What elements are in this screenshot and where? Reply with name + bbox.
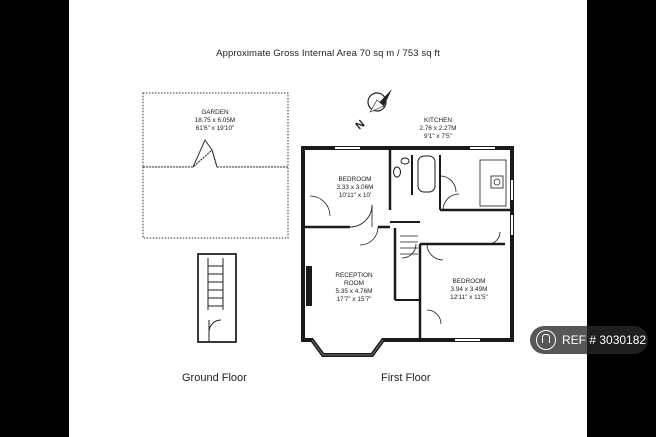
first-floor-label: First Floor (381, 372, 431, 384)
ref-logo-icon (536, 330, 556, 350)
garden-label: GARDEN 18.75 x 6.05M 61'6" x 19'10" (163, 109, 267, 133)
compass-north-label: N (353, 118, 367, 132)
first-floor-plan (301, 146, 514, 357)
reception-imperial: 17'7" x 15'7" (336, 296, 372, 303)
ground-floor-label: Ground Floor (182, 372, 247, 384)
reference-text: REF # 3030182 (562, 333, 647, 347)
reference-watermark: REF # 3030182 (530, 326, 648, 354)
bedroom-2-metric: 3.94 x 3.49M (450, 286, 488, 293)
bedroom-1-label: BEDROOM 3.33 x 3.06M 10'11" x 10' (320, 176, 390, 200)
kitchen-label: KITCHEN 2.76 x 2.27M 9'1" x 7'5" (405, 117, 471, 141)
gross-area-heading: Approximate Gross Internal Area 70 sq m … (216, 48, 440, 59)
kitchen-imperial: 9'1" x 7'5" (424, 133, 452, 140)
bedroom-1-name: BEDROOM (338, 176, 372, 183)
ground-floor-stairs (197, 253, 237, 343)
floor-plan-sheet (69, 0, 587, 437)
bedroom-1-metric: 3.33 x 3.06M (336, 184, 374, 191)
kitchen-metric: 2.76 x 2.27M (419, 125, 457, 132)
garden-metric: 18.75 x 6.05M (194, 117, 236, 124)
bedroom-2-label: BEDROOM 3.94 x 3.49M 12'11" x 11'5" (436, 278, 502, 302)
reception-name-2: ROOM (344, 280, 364, 287)
bedroom-2-imperial: 12'11" x 11'5" (450, 294, 488, 301)
compass-icon: N (353, 89, 392, 132)
reception-name: RECEPTION (335, 272, 373, 279)
garden-imperial: 61'6" x 19'10" (195, 125, 235, 132)
garden-name: GARDEN (201, 109, 229, 116)
garden-area (142, 92, 289, 239)
kitchen-name: KITCHEN (423, 117, 453, 124)
bedroom-2-name: BEDROOM (452, 278, 486, 285)
reception-metric: 5.35 x 4.76M (335, 288, 373, 295)
bedroom-1-imperial: 10'11" x 10' (338, 192, 372, 199)
reception-room-label: RECEPTION ROOM 5.35 x 4.76M 17'7" x 15'7… (321, 272, 387, 304)
